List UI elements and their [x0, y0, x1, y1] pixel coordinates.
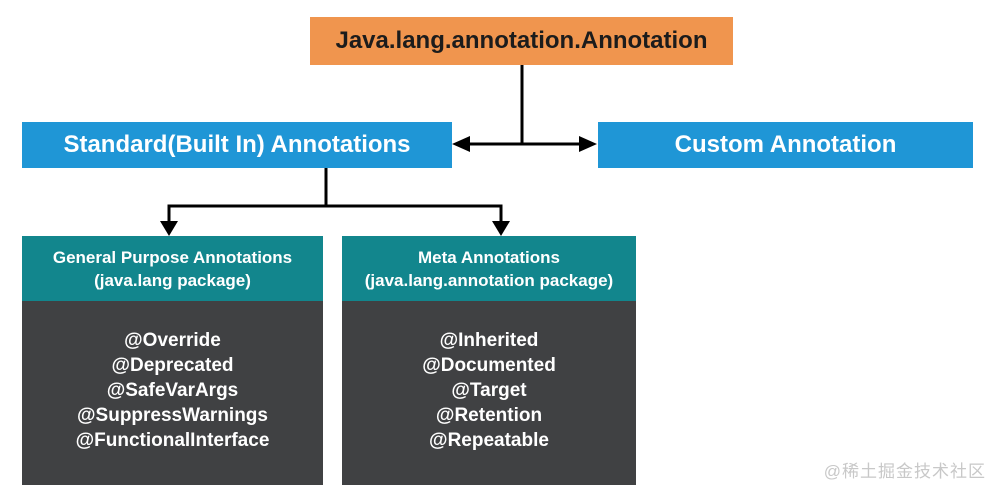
node-annotation-root: Java.lang.annotation.Annotation [310, 17, 733, 65]
annotation-item: @SuppressWarnings [77, 405, 268, 426]
annotation-item: @SafeVarArgs [106, 380, 239, 401]
card-general-body: @Override @Deprecated @SafeVarArgs @Supp… [22, 301, 323, 485]
card-meta-body: @Inherited @Documented @Target @Retentio… [342, 301, 636, 485]
arrow-down-general-icon [160, 221, 178, 236]
arrow-down-meta-icon [492, 221, 510, 236]
card-general-purpose: General Purpose Annotations (java.lang p… [22, 236, 323, 485]
arrow-left-icon [452, 136, 470, 152]
node-standard-annotations: Standard(Built In) Annotations [22, 122, 452, 168]
card-meta-header: Meta Annotations (java.lang.annotation p… [342, 236, 636, 301]
card-meta-annotations: Meta Annotations (java.lang.annotation p… [342, 236, 636, 485]
annotation-item: @Inherited [439, 330, 539, 351]
card-meta-title-line2: (java.lang.annotation package) [364, 270, 614, 290]
annotation-item: @Repeatable [429, 430, 549, 451]
watermark: @稀土掘金技术社区 [823, 462, 986, 481]
card-general-title-line2: (java.lang package) [94, 270, 251, 290]
annotation-item: @Documented [422, 355, 556, 376]
card-general-header: General Purpose Annotations (java.lang p… [22, 236, 323, 301]
card-meta-title-line1: Meta Annotations [418, 247, 560, 267]
annotation-item: @Override [124, 330, 221, 351]
annotation-item: @Retention [435, 405, 543, 426]
arrow-right-icon [579, 136, 597, 152]
card-general-title-line1: General Purpose Annotations [52, 247, 293, 267]
annotation-item: @Target [451, 380, 527, 401]
annotation-item: @FunctionalInterface [75, 430, 270, 451]
node-custom-annotation: Custom Annotation [598, 122, 973, 168]
annotation-item: @Deprecated [111, 355, 234, 376]
